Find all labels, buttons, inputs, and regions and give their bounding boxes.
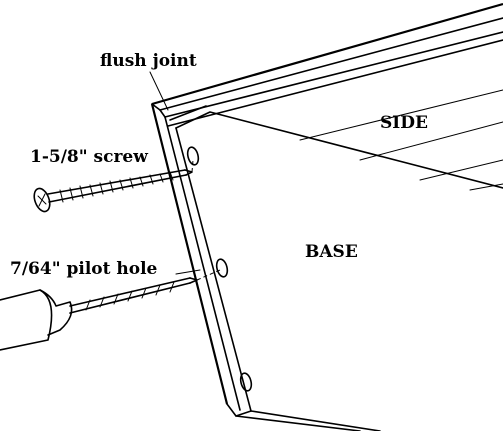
pilot-holes	[186, 146, 253, 392]
hole-middle	[215, 258, 229, 278]
label-screw: 1-5/8" screw	[30, 147, 148, 167]
side-panel	[151, 2, 503, 191]
screw	[33, 159, 194, 213]
label-side: SIDE	[380, 113, 428, 133]
flush-joint-leader	[149, 71, 169, 111]
drill	[0, 269, 221, 351]
pilot-hole-leader	[175, 269, 201, 275]
hole-top	[186, 146, 200, 166]
hole-bottom	[239, 372, 253, 392]
label-base: BASE	[305, 242, 358, 262]
label-flush-joint: flush joint	[100, 51, 197, 71]
base-panel	[150, 103, 503, 431]
label-pilot-hole: 7/64" pilot hole	[10, 259, 158, 279]
